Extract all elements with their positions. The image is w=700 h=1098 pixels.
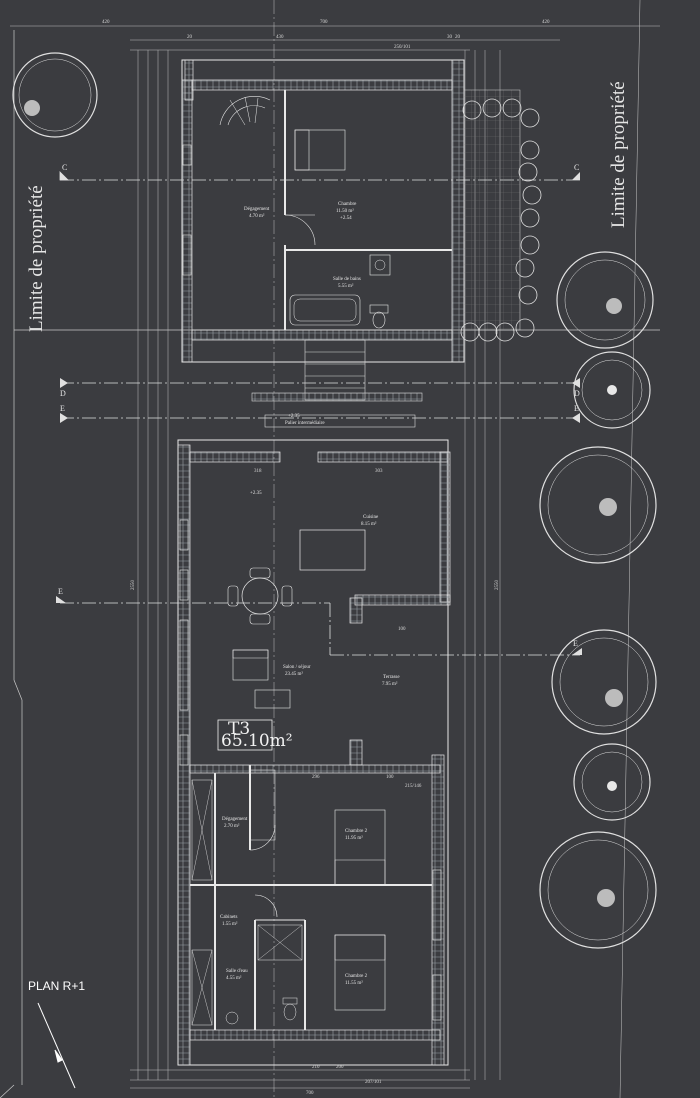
room-name-chambre2-top: Chambre 2 bbox=[345, 829, 368, 834]
dim-cuisine-w: 303 bbox=[375, 469, 383, 474]
room-area-degagement-bottom: 2.70 m² bbox=[224, 823, 240, 829]
room-area-chambre2-bottom: 11.55 m² bbox=[345, 980, 363, 986]
dim-top-3: 420 bbox=[542, 20, 550, 25]
balcony-deck bbox=[463, 89, 521, 331]
dim-salon-w: 318 bbox=[254, 469, 262, 474]
tree-trunk-right-3 bbox=[599, 498, 617, 516]
room-area-cuisine: 8.15 m² bbox=[361, 521, 377, 527]
dim-mid-3: 215/146 bbox=[405, 784, 422, 789]
section-label-e2-left: E bbox=[58, 587, 63, 596]
building-bottom bbox=[177, 439, 451, 1066]
room-name-sde: Salle d'eau bbox=[226, 969, 248, 974]
section-marker-e-right bbox=[572, 648, 582, 655]
tree-icon-right-4 bbox=[551, 629, 657, 735]
dim-top-sub-4: 30 bbox=[447, 35, 453, 40]
unit-area: 65.10m² bbox=[221, 731, 293, 751]
tree-icon-right-6 bbox=[539, 831, 657, 949]
section-label-e-left: E bbox=[60, 404, 65, 413]
dim-top-sub-2: 430 bbox=[276, 35, 284, 40]
room-name-degagement-bottom: Dégagement bbox=[222, 817, 248, 822]
section-marker-d-right bbox=[572, 378, 580, 423]
section-label-e-right: E bbox=[574, 404, 579, 413]
room-name-chambre-top: Chambre bbox=[338, 202, 357, 207]
tree-icon-right-2 bbox=[573, 351, 651, 429]
dim-mid-2: 100 bbox=[386, 775, 394, 780]
dim-top-1: 420 bbox=[102, 20, 110, 25]
section-label-d-left: D bbox=[60, 389, 66, 398]
section-label-c-right: C bbox=[574, 163, 579, 172]
room-area-salon: 23.45 m² bbox=[285, 671, 303, 677]
room-name-placards: Cabinets bbox=[220, 915, 238, 920]
dim-bottom-1: 210 bbox=[312, 1065, 320, 1070]
dim-bottom-total: 700 bbox=[306, 1091, 314, 1096]
room-name-sdb-top: Salle de bains bbox=[333, 277, 361, 282]
room-area-placards: 1.55 m² bbox=[222, 921, 238, 927]
tree-icon-left bbox=[12, 52, 98, 138]
dimension-grid bbox=[10, 0, 660, 1098]
section-marker-c-left bbox=[59, 171, 69, 181]
tree-trunk-right-2 bbox=[607, 385, 617, 395]
room-area-sdb-top: 5.55 m² bbox=[338, 283, 354, 289]
dim-top-sub-3: 20 bbox=[455, 35, 461, 40]
room-name-terrasse: Terrasse bbox=[383, 675, 400, 680]
tree-trunk-right-4 bbox=[605, 689, 623, 707]
room-area-chambre2-top: 11.95 m² bbox=[345, 835, 363, 841]
section-marker-e-left bbox=[56, 596, 66, 603]
tree-icon-right-1 bbox=[556, 251, 654, 349]
dim-side-total-2: 2550 bbox=[495, 580, 500, 591]
section-marker-d-left bbox=[60, 378, 68, 423]
north-arrow-icon bbox=[37, 1002, 76, 1089]
plan-title: PLAN R+1 bbox=[28, 979, 85, 993]
room-area-chambre-top: 11.50 m² bbox=[336, 208, 354, 214]
building-top bbox=[181, 59, 465, 363]
dim-bottom-3: 207/101 bbox=[365, 1080, 382, 1085]
unit-box bbox=[217, 719, 273, 751]
room-area-degagement-top: 4.70 m² bbox=[249, 213, 265, 219]
room-name-degagement-top: Dégagement bbox=[244, 207, 270, 212]
external-stairs bbox=[251, 339, 423, 428]
tree-trunk-right-6 bbox=[597, 889, 615, 907]
palier-label: Palier intermédiaire bbox=[285, 421, 325, 426]
palier-level: +2.35 bbox=[288, 414, 300, 419]
dim-top-sub-1: 20 bbox=[187, 35, 193, 40]
property-limit-left: Limite de propriété bbox=[26, 185, 47, 332]
section-lines bbox=[60, 179, 580, 656]
tree-trunk-left bbox=[24, 100, 40, 116]
property-limit-right: Limite de propriété bbox=[608, 81, 629, 228]
section-label-e2-right: E bbox=[573, 639, 578, 648]
room-name-cuisine: Cuisine bbox=[363, 515, 379, 520]
dim-bottom-2: 200 bbox=[336, 1065, 344, 1070]
tree-icon-right-3 bbox=[539, 446, 657, 564]
tree-trunk-right-1 bbox=[606, 298, 622, 314]
section-marker-c-right bbox=[572, 172, 580, 180]
tree-icon-right-5 bbox=[573, 743, 651, 821]
room-area-sde: 4.55 m² bbox=[226, 975, 242, 981]
section-label-c-left: C bbox=[62, 163, 67, 172]
section-label-d-right: D bbox=[574, 389, 580, 398]
room-area-terrasse: 7.95 m² bbox=[382, 681, 398, 687]
cuisine-level: +2.35 bbox=[250, 491, 262, 496]
dim-mid-1: 296 bbox=[312, 775, 320, 780]
tree-trunk-right-5 bbox=[607, 781, 617, 791]
room-level-chambre-top: +2.54 bbox=[340, 216, 352, 221]
shrubs-icon bbox=[460, 98, 542, 342]
room-name-salon: Salon / séjour bbox=[283, 665, 311, 670]
dim-top-sub-5: 250/101 bbox=[394, 45, 411, 50]
unit-name: T3 bbox=[228, 719, 250, 739]
dim-side-total-1: 2550 bbox=[131, 580, 136, 591]
dim-terrasse-w: 100 bbox=[398, 627, 406, 632]
room-name-chambre2-bottom: Chambre 2 bbox=[345, 974, 368, 979]
dim-top-2: 700 bbox=[320, 20, 328, 25]
